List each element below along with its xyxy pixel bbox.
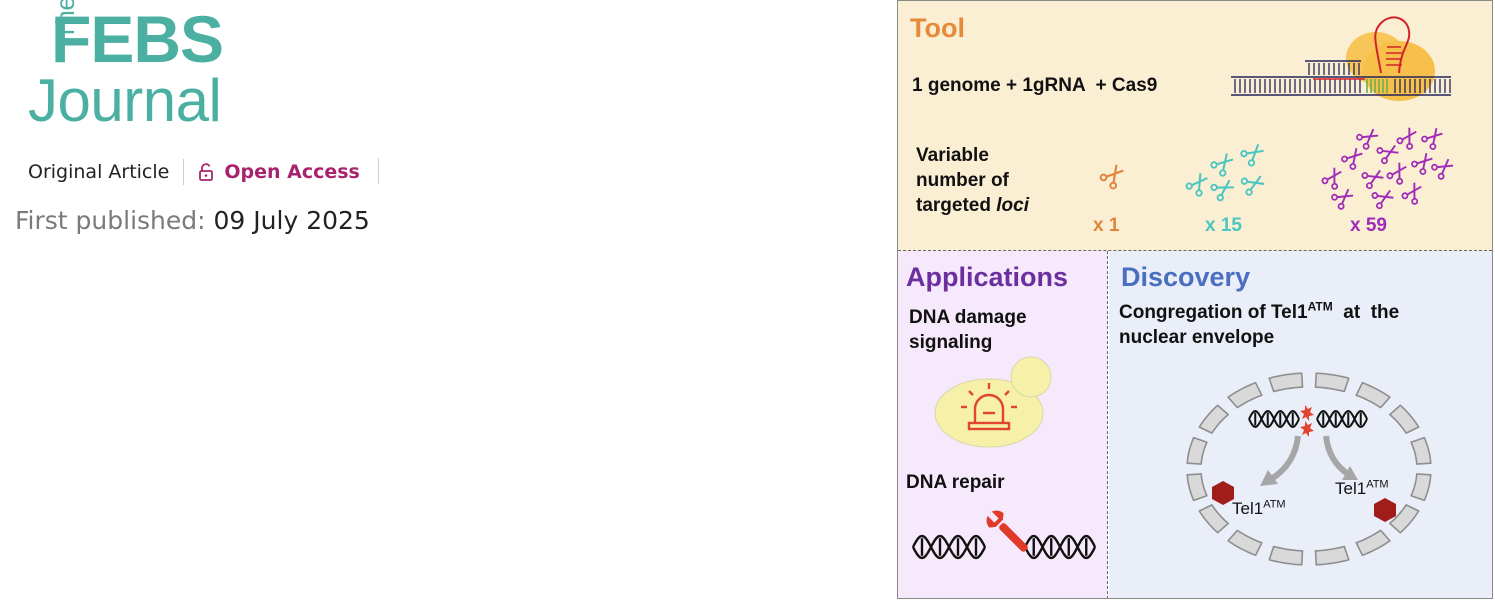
graphical-abstract[interactable]: Tool 1 genome + 1gRNA + Cas9 Variable xyxy=(897,0,1493,599)
dna-repair-icon xyxy=(911,510,1097,560)
tool-panel: Tool 1 genome + 1gRNA + Cas9 Variable xyxy=(898,1,1492,251)
tel1-protein-right-icon xyxy=(1374,498,1396,522)
published-date: 09 July 2025 xyxy=(213,206,370,235)
scissors-icon xyxy=(1210,153,1234,177)
divider xyxy=(378,158,379,184)
journal-logo[interactable]: The FEBS Journal xyxy=(24,0,264,134)
tool-heading: Tool xyxy=(910,13,965,43)
dna-damage-signaling: DNA damage signaling xyxy=(909,307,1027,353)
tool-equation: 1 genome + 1gRNA + Cas9 xyxy=(912,75,1158,96)
logo-febs: FEBS xyxy=(51,2,224,76)
discovery-panel: Discovery Congregation of Tel1ATM at the… xyxy=(1109,251,1492,598)
applications-panel: Applications DNA damage signaling DNA re… xyxy=(898,251,1108,598)
logo-journal: Journal xyxy=(28,67,222,134)
article-type: Original Article xyxy=(28,161,170,183)
scissors-group-15 xyxy=(1185,143,1265,202)
discovery-text: Congregation of Tel1ATM at the nuclear e… xyxy=(1119,299,1400,348)
cas9-dna-illustration xyxy=(1231,16,1451,101)
scissors-icon xyxy=(1396,127,1417,150)
open-access-label: Open Access xyxy=(224,161,360,183)
published-label: First published: xyxy=(15,206,206,235)
variable-loci-text: Variable number of targeted loci xyxy=(916,145,1029,216)
scissors-group-59 xyxy=(1321,127,1454,210)
divider xyxy=(183,159,185,185)
discovery-heading: Discovery xyxy=(1121,262,1251,292)
scissors-icon xyxy=(1331,188,1354,210)
count-x15: x 15 xyxy=(1205,215,1242,236)
scissors-icon xyxy=(1411,152,1433,175)
scissors-icon xyxy=(1371,189,1394,210)
scissors-icon xyxy=(1386,162,1407,185)
scissors-icon xyxy=(1421,127,1443,150)
scissors-icon xyxy=(1376,144,1399,165)
scissors-icon xyxy=(1341,147,1363,170)
article-meta: Original Article Open Access xyxy=(28,158,360,186)
scissors-icon xyxy=(1356,128,1379,150)
broken-dna-icon xyxy=(1248,405,1368,437)
nuclear-envelope-diagram xyxy=(1186,372,1432,566)
unlock-icon xyxy=(199,163,214,181)
scissors-icon xyxy=(1361,169,1384,190)
scissors-icon xyxy=(1099,164,1124,190)
count-x1: x 1 xyxy=(1093,215,1120,236)
tel1-label-right: Tel1ATM xyxy=(1335,478,1389,498)
applications-heading: Applications xyxy=(906,262,1069,292)
scissors-icon xyxy=(1240,175,1265,196)
scissors-icon xyxy=(1185,173,1208,197)
scissors-icon xyxy=(1401,182,1422,205)
tel1-protein-left-icon xyxy=(1212,481,1234,505)
scissors-icon xyxy=(1431,158,1454,180)
relocation-arrows-icon xyxy=(1260,435,1358,486)
yeast-cell-alarm-icon xyxy=(934,356,1052,448)
scissors-icon xyxy=(1321,167,1342,190)
scissors-icon xyxy=(1240,143,1264,167)
scissors-icon xyxy=(1210,179,1234,202)
count-x59: x 59 xyxy=(1350,215,1387,236)
dna-repair: DNA repair xyxy=(906,472,1005,493)
publication-date: First published: 09 July 2025 xyxy=(15,206,370,235)
scissors-group-1 xyxy=(1099,164,1124,190)
open-access-badge[interactable]: Open Access xyxy=(198,161,360,183)
tel1-label-left: Tel1ATM xyxy=(1232,498,1286,518)
